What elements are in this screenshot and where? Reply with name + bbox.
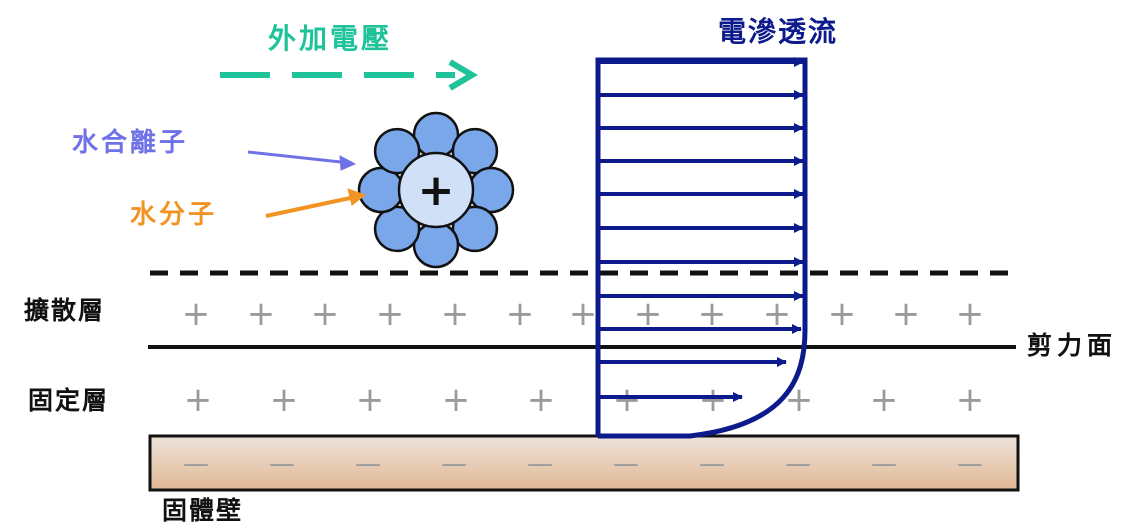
positive-charge: + bbox=[442, 380, 471, 420]
negative-charges: — — — — — — — — — — bbox=[183, 449, 983, 479]
water-molecule-label: 水分子 bbox=[130, 200, 218, 230]
electroosmotic-flow-label: 電滲透流 bbox=[718, 15, 839, 48]
water-molecule-pointer bbox=[265, 188, 367, 218]
positive-charge: + bbox=[376, 294, 405, 334]
positive-charge: + bbox=[870, 380, 899, 420]
hydrated-ion-pointer bbox=[247, 150, 357, 171]
negative-charge: — bbox=[269, 449, 295, 479]
water-molecule-icon bbox=[373, 205, 421, 253]
positive-charge: + bbox=[956, 294, 985, 334]
positive-charges: +++++++++++++++++++++++ bbox=[182, 294, 985, 420]
negative-charge: — bbox=[527, 449, 553, 479]
positive-charge: + bbox=[182, 294, 211, 334]
voltage-arrow-head bbox=[448, 59, 478, 91]
positive-charge: + bbox=[311, 294, 340, 334]
positive-charge: + bbox=[956, 380, 985, 420]
water-molecule-icon bbox=[412, 221, 460, 269]
negative-charge: — bbox=[699, 449, 725, 479]
ion-core bbox=[397, 151, 475, 229]
diffuse-layer-label: 擴散層 bbox=[24, 296, 106, 325]
negative-charge: — bbox=[355, 449, 381, 479]
negative-charge: — bbox=[871, 449, 897, 479]
negative-charge: — bbox=[183, 449, 209, 479]
water-molecule-icon bbox=[467, 166, 515, 214]
positive-charge: + bbox=[527, 380, 556, 420]
positive-charge: + bbox=[506, 294, 535, 334]
positive-charge: + bbox=[613, 380, 642, 420]
shear-plane-label: 剪力面 bbox=[1027, 331, 1118, 360]
positive-charge: + bbox=[569, 294, 598, 334]
negative-charge: — bbox=[441, 449, 467, 479]
positive-charge: + bbox=[699, 380, 728, 420]
electroosmotic-flow-profile bbox=[595, 57, 808, 439]
water-molecule-icon bbox=[357, 166, 405, 214]
positive-charge: + bbox=[247, 294, 276, 334]
positive-charge: + bbox=[184, 380, 213, 420]
solid-wall-label: 固體壁 bbox=[162, 496, 244, 525]
fixed-layer-label: 固定層 bbox=[28, 386, 110, 415]
positive-charge: + bbox=[828, 294, 857, 334]
positive-charge: + bbox=[270, 380, 299, 420]
hydrated-ion-label: 水合離子 bbox=[72, 128, 189, 158]
water-molecule-icon bbox=[451, 127, 499, 175]
water-molecule-icon bbox=[373, 127, 421, 175]
positive-charge: + bbox=[892, 294, 921, 334]
negative-charge: — bbox=[957, 449, 983, 479]
applied-voltage-label: 外加電壓 bbox=[268, 22, 393, 55]
applied-voltage-arrow bbox=[220, 59, 478, 91]
flow-profile-outline bbox=[595, 57, 808, 439]
water-molecule-icon bbox=[412, 111, 460, 159]
ion-charge-sign: + bbox=[418, 165, 455, 216]
negative-charge: — bbox=[785, 449, 811, 479]
negative-charge: — bbox=[613, 449, 639, 479]
positive-charge: + bbox=[441, 294, 470, 334]
hydrated-ion: + bbox=[357, 111, 515, 269]
solid-wall bbox=[148, 434, 1020, 492]
positive-charge: + bbox=[356, 380, 385, 420]
water-molecule-icon bbox=[451, 205, 499, 253]
